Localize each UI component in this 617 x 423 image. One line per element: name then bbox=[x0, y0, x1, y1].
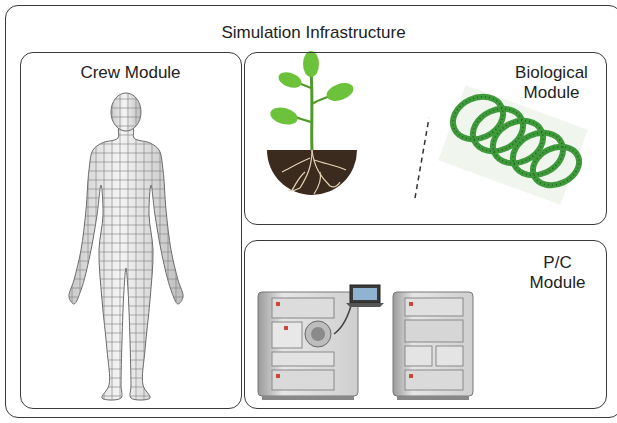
equipment-rack bbox=[393, 292, 473, 400]
pc-module-box: P/C Module bbox=[244, 240, 607, 409]
plant-illustration bbox=[267, 51, 357, 195]
human-figure bbox=[60, 88, 192, 402]
biological-module-box: Biological Module bbox=[244, 52, 607, 225]
algae-spiral bbox=[438, 85, 588, 205]
module-label: Biological Module bbox=[506, 63, 598, 103]
module-label: Simulation Infrastructure bbox=[6, 23, 617, 43]
module-label: Crew Module bbox=[21, 63, 241, 83]
crew-module-box: Crew Module bbox=[20, 52, 242, 409]
divider-line bbox=[415, 118, 429, 198]
module-label: P/C Module bbox=[526, 253, 590, 293]
equipment-rack bbox=[258, 285, 384, 400]
infrastructure-frame: Simulation InfrastructureCrew Module Biol… bbox=[5, 5, 617, 418]
